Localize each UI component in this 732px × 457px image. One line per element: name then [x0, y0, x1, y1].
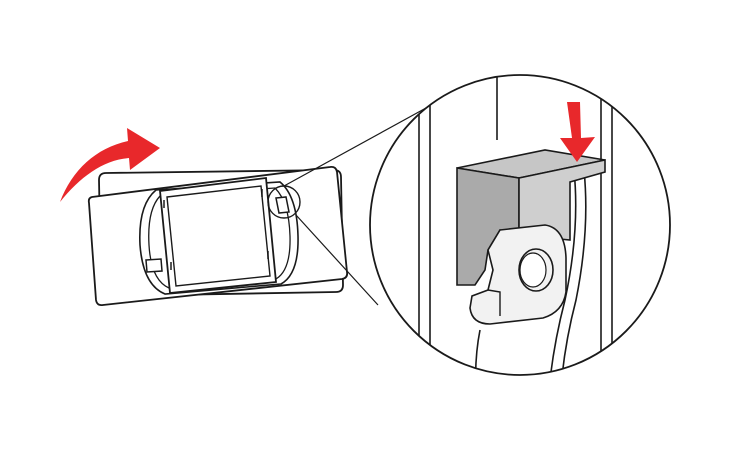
down-arrow-icon — [560, 102, 595, 162]
curved-arrow-icon — [60, 128, 160, 202]
right-latch — [267, 185, 301, 219]
screen-panel — [159, 176, 277, 294]
left-latch — [145, 258, 163, 273]
detail-circle — [369, 74, 671, 376]
magnifier-lines — [283, 96, 447, 306]
latch-block — [456, 149, 606, 325]
panel-ticks — [163, 189, 269, 270]
